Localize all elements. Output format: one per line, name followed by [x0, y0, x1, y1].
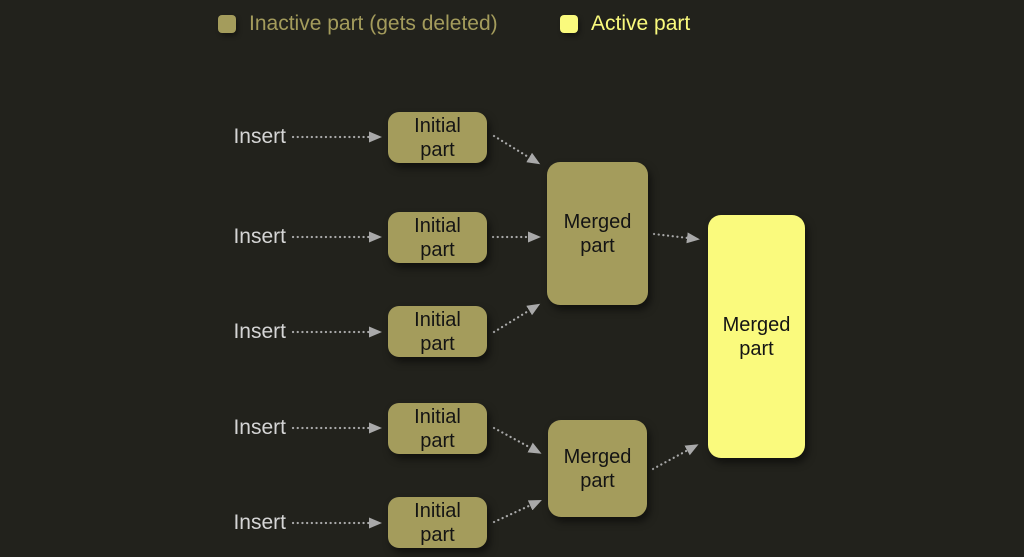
legend-item-inactive: Inactive part (gets deleted): [218, 12, 498, 35]
arrow-initial1-to-merged1: [492, 134, 541, 165]
initial-part-box-4: Initial part: [388, 403, 487, 454]
arrow-merged1-to-active: [652, 232, 700, 244]
merged-part-label: Merged part: [563, 210, 632, 257]
arrow-initial4-to-merged2: [492, 426, 542, 454]
initial-part-label: Initial part: [414, 308, 461, 355]
insert-label-2: Insert: [233, 225, 286, 248]
initial-part-box-5: Initial part: [388, 497, 487, 548]
inactive-part-swatch-icon: [218, 15, 236, 33]
active-merged-part-label: Merged part: [722, 313, 791, 360]
initial-part-label: Initial part: [414, 405, 461, 452]
initial-part-label: Initial part: [414, 499, 461, 546]
insert-label-3: Insert: [233, 320, 286, 343]
insert-label-5: Insert: [233, 511, 286, 534]
legend-label-active: Active part: [591, 12, 691, 35]
initial-part-label: Initial part: [414, 214, 461, 261]
initial-part-box-1: Initial part: [388, 112, 487, 163]
arrow-initial3-to-merged1: [492, 303, 541, 334]
initial-part-label: Initial part: [414, 114, 461, 161]
insert-label-4: Insert: [233, 416, 286, 439]
initial-part-box-3: Initial part: [388, 306, 487, 357]
insert-label-1: Insert: [233, 125, 286, 148]
arrow-merged2-to-active: [651, 444, 699, 471]
legend-label-inactive: Inactive part (gets deleted): [249, 12, 498, 35]
merged-part-label: Merged part: [563, 445, 632, 492]
merged-part-box-bottom: Merged part: [548, 420, 647, 517]
initial-part-box-2: Initial part: [388, 212, 487, 263]
active-merged-part-box: Merged part: [708, 215, 805, 458]
arrow-initial5-to-merged2: [492, 499, 542, 524]
merged-part-box-top: Merged part: [547, 162, 648, 305]
active-part-swatch-icon: [560, 15, 578, 33]
legend-item-active: Active part: [560, 12, 691, 35]
